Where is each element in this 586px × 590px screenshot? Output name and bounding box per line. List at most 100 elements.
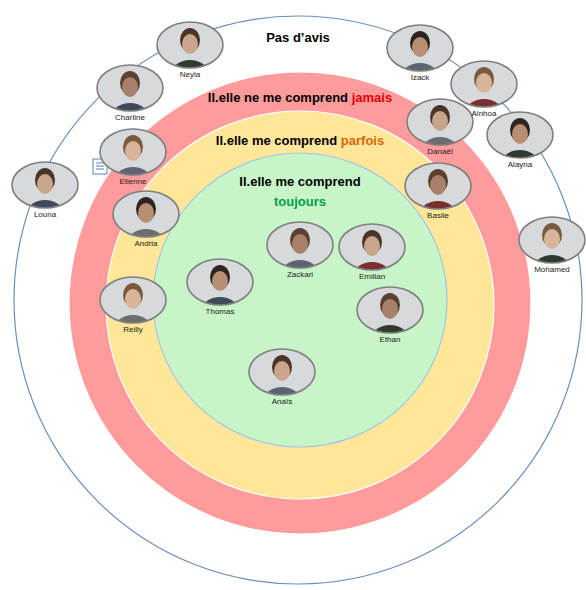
student-photo: Mohamed: [518, 216, 586, 276]
student-photo: Emilian: [338, 223, 406, 283]
frequency-word: parfois: [341, 133, 384, 148]
opinion-zone: Il.elle me comprendparfoisIl.elle me com…: [105, 110, 495, 500]
frequency-word: jamais: [352, 90, 392, 105]
portrait-frame: [113, 191, 179, 237]
student-photo: Charline: [96, 64, 164, 124]
student-photo: Neyla: [156, 21, 224, 81]
portrait-frame: [249, 349, 315, 395]
portrait-face: [292, 234, 308, 254]
student-photo: Danaël: [406, 98, 474, 158]
student-portrait: [248, 348, 316, 398]
student-photo: Reilly: [99, 276, 167, 336]
student-portrait: [338, 223, 406, 273]
ring-heading-text: Il.elle ne me comprend jamais: [208, 88, 392, 108]
portrait-face: [544, 229, 560, 249]
ring-label: Pas d’avis: [266, 28, 330, 48]
student-portrait: [266, 221, 334, 271]
student-photo: Alayna: [486, 111, 554, 171]
student-portrait: [112, 190, 180, 240]
student-name: Danaël: [394, 147, 486, 157]
portrait-frame: [451, 61, 517, 107]
student-portrait: [96, 64, 164, 114]
portrait-face: [125, 141, 141, 161]
opinion-zone: Il.elle ne me comprend jamaisIl.elle me c…: [68, 71, 532, 535]
student-name: Thomas: [174, 307, 266, 317]
portrait-face: [512, 124, 528, 144]
portrait-face: [412, 37, 428, 57]
portrait-frame: [387, 25, 453, 71]
portrait-frame: [267, 222, 333, 268]
student-portrait: [404, 162, 472, 212]
portrait-face: [122, 77, 138, 97]
student-portrait: [486, 111, 554, 161]
student-photo: Basile: [404, 162, 472, 222]
frequency-word: toujours: [239, 192, 360, 212]
student-portrait: [386, 24, 454, 74]
portrait-frame: [12, 162, 78, 208]
portrait-frame: [405, 163, 471, 209]
student-name: Charline: [84, 113, 176, 123]
student-name: Andria: [100, 239, 192, 249]
student-name: Etienne: [87, 177, 179, 187]
ring-heading: Pas d’avis: [13, 28, 583, 48]
student-portrait: [356, 286, 424, 336]
ring-heading-text: Il.elle me comprend parfois: [216, 131, 384, 151]
ring-label: Il.elle me comprend: [239, 172, 360, 192]
portrait-frame: [187, 259, 253, 305]
ring-disc: [14, 16, 582, 584]
student-portrait: [156, 21, 224, 71]
student-name: Emilian: [326, 272, 418, 282]
student-portrait: [518, 216, 586, 266]
portrait-frame: [100, 129, 166, 175]
portrait-face: [430, 175, 446, 195]
student-portrait: [450, 60, 518, 110]
student-photo: Zackari: [266, 221, 334, 281]
ring-heading-text: Pas d’avis: [266, 28, 330, 48]
portrait-face: [37, 174, 53, 194]
portrait-face: [212, 271, 228, 291]
ring-label: Il.elle ne me comprend: [208, 90, 348, 105]
opinion-zone: Il.elle me comprendtoujoursZackariEmilia…: [152, 152, 448, 448]
portrait-frame: [100, 277, 166, 323]
student-portrait: [99, 276, 167, 326]
portrait-face: [432, 111, 448, 131]
student-photo: Ethan: [356, 286, 424, 346]
portrait-face: [274, 361, 290, 381]
student-portrait: [99, 128, 167, 178]
portrait-face: [476, 73, 492, 93]
student-photo: Etienne: [99, 128, 167, 188]
portrait-face: [125, 289, 141, 309]
portrait-frame: [157, 22, 223, 68]
portrait-face: [382, 299, 398, 319]
portrait-face: [364, 236, 380, 256]
ring-disc: [69, 72, 531, 534]
portrait-frame: [407, 99, 473, 145]
student-photo: Izack: [386, 24, 454, 84]
student-name: Mohamed: [506, 265, 586, 275]
opinion-zone: Pas d’avisIl.elle ne me comprendjamaisIl…: [13, 15, 583, 585]
ring-heading: Il.elle me comprendtoujours: [152, 172, 448, 212]
student-name: Louna: [0, 210, 91, 220]
ring-label: Il.elle me comprend: [216, 133, 337, 148]
student-photo: Andria: [112, 190, 180, 250]
student-portrait: [406, 98, 474, 148]
student-photo: Ainhoa: [450, 60, 518, 120]
student-portrait: [186, 258, 254, 308]
portrait-frame: [97, 65, 163, 111]
student-name: Anaïs: [236, 397, 328, 407]
student-name: Reilly: [87, 325, 179, 335]
portrait-frame: [339, 224, 405, 270]
student-photo: Louna: [11, 161, 79, 221]
portrait-frame: [519, 217, 585, 263]
portrait-frame: [357, 287, 423, 333]
student-portrait: [11, 161, 79, 211]
portrait-face: [182, 34, 198, 54]
student-photo: Anaïs: [248, 348, 316, 408]
student-photo: Thomas: [186, 258, 254, 318]
student-name: Ethan: [344, 335, 436, 345]
ring-disc: [153, 153, 447, 447]
portrait-frame: [487, 112, 553, 158]
portrait-face: [138, 203, 154, 223]
student-name: Zackari: [254, 270, 346, 280]
